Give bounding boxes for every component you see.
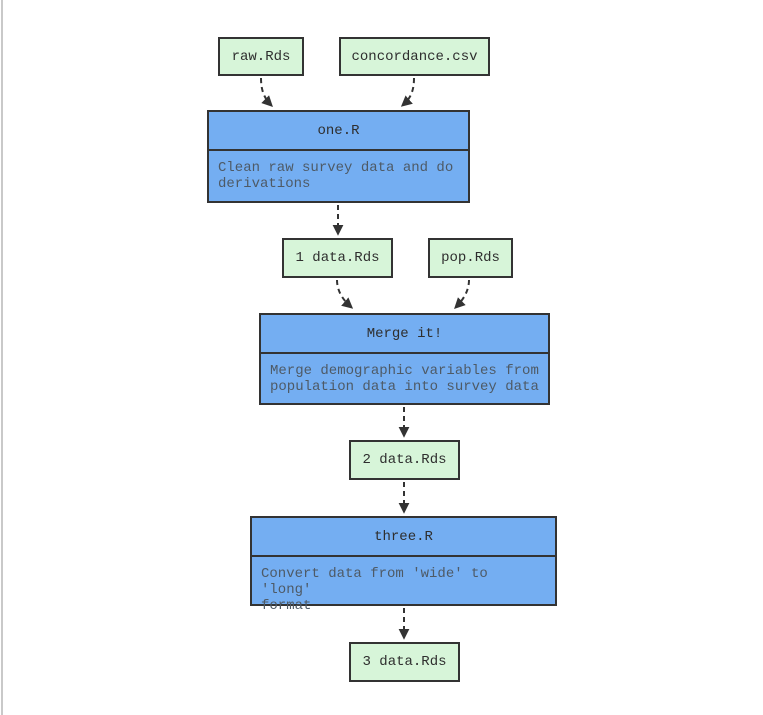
node-concordance-csv: concordance.csv <box>339 37 490 76</box>
node-merge-it-title: Merge it! <box>261 315 548 354</box>
node-2-data-rds: 2 data.Rds <box>349 440 460 480</box>
node-one-r-description: Clean raw survey data and do derivations <box>218 160 454 192</box>
node-1-data-rds-label: 1 data.Rds <box>295 250 380 266</box>
node-raw-rds-label: raw.Rds <box>231 48 291 65</box>
node-1-data-rds: 1 data.Rds <box>282 238 393 278</box>
node-three-r-description: Convert data from 'wide' to 'long' forma… <box>261 566 488 614</box>
edge-concordance-to-one <box>400 77 415 107</box>
node-pop-rds: pop.Rds <box>428 238 513 278</box>
edge-pop-to-merge <box>454 279 470 309</box>
edge-data1-to-merge <box>336 279 354 309</box>
node-one-r-title: one.R <box>209 112 468 151</box>
node-concordance-csv-label: concordance.csv <box>351 48 478 65</box>
node-one-r: one.R Clean raw survey data and do deriv… <box>207 110 470 203</box>
node-three-r: three.R Convert data from 'wide' to 'lon… <box>250 516 557 614</box>
node-3-data-rds-label: 3 data.Rds <box>362 654 447 670</box>
node-raw-rds: raw.Rds <box>218 37 304 76</box>
node-3-data-rds: 3 data.Rds <box>349 642 460 682</box>
node-2-data-rds-label: 2 data.Rds <box>362 452 447 468</box>
node-merge-it: Merge it! Merge demographic variables fr… <box>259 313 550 405</box>
node-merge-it-description: Merge demographic variables from populat… <box>270 363 539 395</box>
edge-raw-to-one <box>260 77 273 107</box>
left-border-line <box>1 0 3 715</box>
node-three-r-title: three.R <box>252 518 555 557</box>
node-pop-rds-label: pop.Rds <box>441 250 500 266</box>
